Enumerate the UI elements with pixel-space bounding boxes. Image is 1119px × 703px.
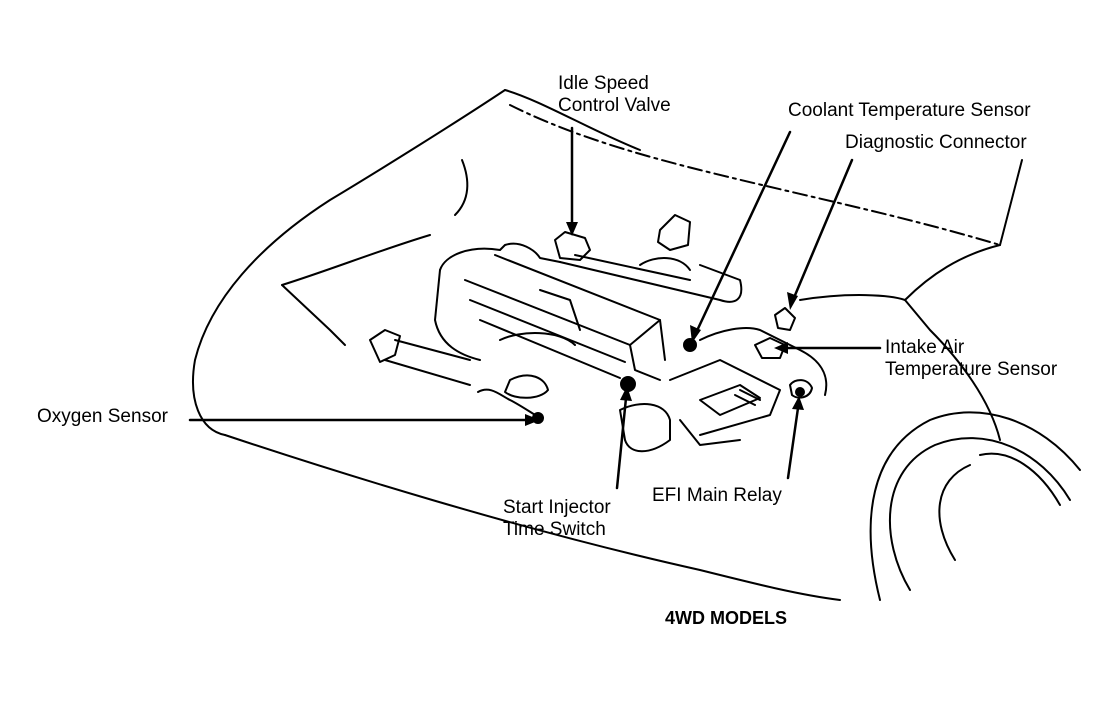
- label-efi-main-relay: EFI Main Relay: [652, 485, 782, 506]
- leader-lines: [188, 126, 882, 490]
- label-diagnostic-connector: Diagnostic Connector: [845, 132, 1027, 153]
- label-oxygen-sensor: Oxygen Sensor: [37, 406, 168, 427]
- label-start-injector-time-switch: Start Injector Time Switch: [503, 497, 611, 541]
- label-idle-speed-control-valve: Idle Speed Control Valve: [558, 73, 671, 117]
- label-intake-air-temperature-sensor: Intake Air Temperature Sensor: [885, 337, 1057, 381]
- label-line: Time Switch: [503, 519, 606, 540]
- label-line: Temperature Sensor: [885, 359, 1058, 380]
- leader-coolant: [693, 130, 792, 337]
- label-line: Idle Speed: [558, 73, 649, 94]
- leader-diagnostic: [791, 158, 854, 302]
- label-coolant-temperature-sensor: Coolant Temperature Sensor: [788, 100, 1031, 121]
- car-body-outline: [192, 89, 1081, 601]
- leader-efi-relay: [786, 406, 800, 480]
- engine-assembly: [369, 214, 828, 453]
- label-line: Intake Air: [885, 337, 965, 358]
- leader-start-injector: [615, 396, 628, 490]
- label-line: Start Injector: [503, 497, 611, 518]
- label-line: Control Valve: [558, 95, 671, 116]
- caption-model: 4WD MODELS: [665, 608, 788, 628]
